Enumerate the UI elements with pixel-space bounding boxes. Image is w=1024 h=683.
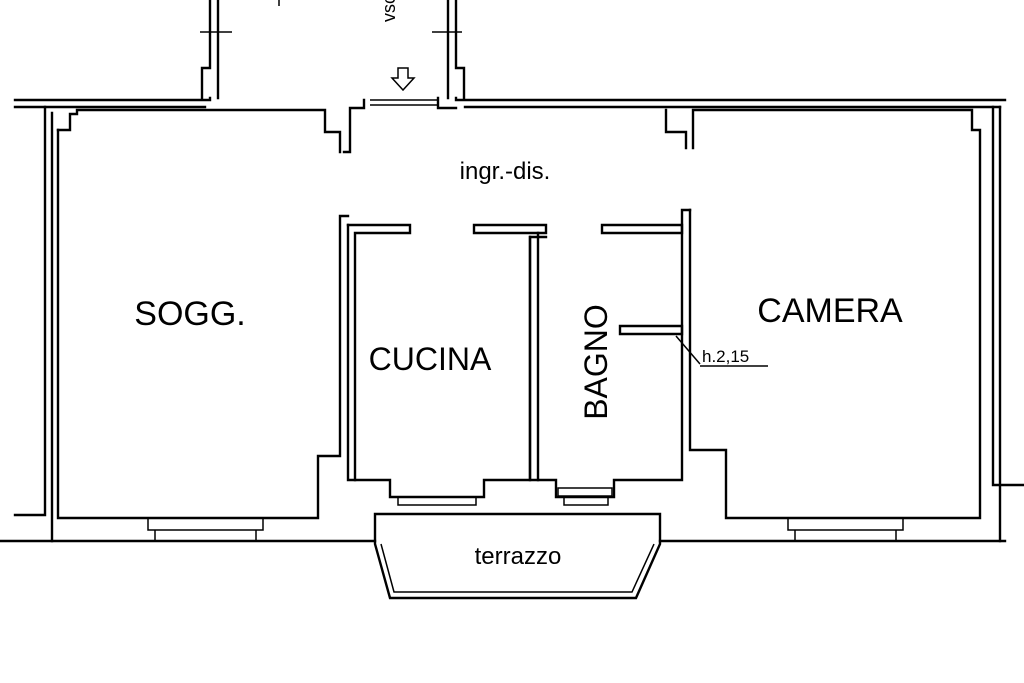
label-ingresso: ingr.-dis. (460, 158, 551, 185)
outer-walls (0, 96, 1024, 543)
height-note: h.2,15 (702, 347, 749, 366)
entrance-arrow-icon (390, 67, 416, 92)
small-windows (397, 487, 613, 506)
label-cucina: CUCINA (369, 341, 492, 377)
soggiorno-room (56, 108, 350, 541)
terrazzo-area (373, 512, 662, 600)
label-soggiorno: SOGG. (134, 295, 245, 333)
stair-label: vsc (379, 0, 399, 22)
stairwell-lines (200, 0, 466, 100)
ingresso-area (346, 108, 768, 499)
camera-room (688, 108, 982, 541)
label-camera: CAMERA (757, 292, 903, 330)
label-terrazzo: terrazzo (475, 543, 562, 570)
label-bagno: BAGNO (578, 304, 614, 420)
